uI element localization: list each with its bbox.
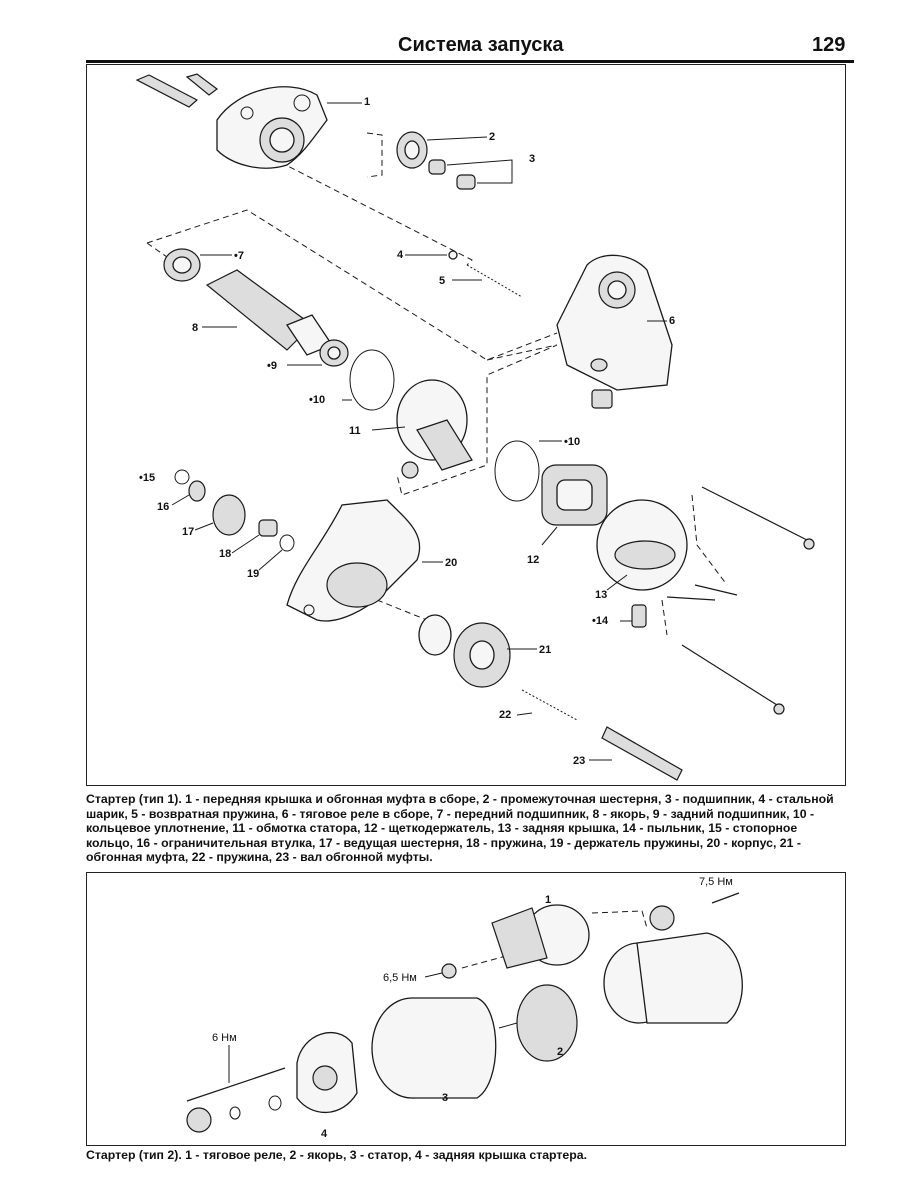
rear-end-cover xyxy=(596,499,688,591)
label-13: 13 xyxy=(595,589,607,601)
label-11: 11 xyxy=(349,425,361,437)
label-18: 18 xyxy=(219,548,231,560)
header-rule xyxy=(86,60,854,63)
front-bearing xyxy=(163,248,201,282)
bearing xyxy=(428,159,476,190)
starter-type1-exploded-drawing: 1 2 3 4 5 6 xyxy=(135,73,815,781)
figure-starter-type1: 1 2 3 4 5 6 xyxy=(86,64,846,786)
bolt-head-upper xyxy=(803,538,815,550)
screw-a xyxy=(694,584,738,596)
front-cover-assembly xyxy=(135,73,328,169)
type2-label-2: 2 xyxy=(557,1046,563,1058)
return-spring xyxy=(466,264,523,298)
snap-ring xyxy=(174,469,190,485)
label-5: 5 xyxy=(439,275,445,287)
label-12: 12 xyxy=(527,554,539,566)
type2-armature xyxy=(498,984,578,1062)
nut-6-5 xyxy=(441,963,457,979)
type2-through-bolt xyxy=(186,1067,286,1102)
brush-holder xyxy=(541,464,608,526)
torque-6-5: 6,5 Нм xyxy=(383,972,417,984)
type2-label-1: 1 xyxy=(545,894,551,906)
label-14: •14 xyxy=(592,615,609,627)
rear-bearing xyxy=(319,339,349,367)
idler-gear xyxy=(396,131,428,169)
type2-grommet xyxy=(186,1107,212,1133)
clutch-spring xyxy=(521,689,578,721)
label-9: •9 xyxy=(267,360,277,372)
solenoid-assembly xyxy=(556,254,673,409)
figure-starter-type2: 7,5 Нм 6,5 Нм 6 Нм 1 2 3 4 xyxy=(86,872,846,1146)
through-bolt-upper xyxy=(701,486,808,541)
label-10a: •10 xyxy=(309,394,325,406)
label-17: 17 xyxy=(182,526,194,538)
solenoid xyxy=(491,904,590,969)
overrunning-clutch xyxy=(418,614,511,688)
page-header-title: Система запуска xyxy=(398,34,564,56)
type2-label-4: 4 xyxy=(321,1128,328,1140)
field-coil xyxy=(396,379,473,479)
label-6: 6 xyxy=(669,315,675,327)
type2-washer-a xyxy=(229,1106,241,1120)
stop-collar xyxy=(188,480,206,502)
type2-label-3: 3 xyxy=(442,1092,448,1104)
steel-ball xyxy=(448,250,458,260)
starter-type2-exploded-drawing: 7,5 Нм 6,5 Нм 6 Нм 1 2 3 4 xyxy=(186,876,743,1140)
torque-6: 6 Нм xyxy=(212,1032,237,1044)
torque-7-5: 7,5 Нм xyxy=(699,876,733,888)
label-2: 2 xyxy=(489,131,495,143)
type2-washer-b xyxy=(268,1095,282,1111)
label-15: •15 xyxy=(139,472,155,484)
o-ring-left xyxy=(349,349,395,411)
type2-rear-cover xyxy=(296,1032,358,1114)
label-7: •7 xyxy=(234,250,244,262)
label-22: 22 xyxy=(499,709,511,721)
label-21: 21 xyxy=(539,644,551,656)
starter-housing xyxy=(286,499,421,622)
label-8: 8 xyxy=(192,322,198,334)
figure2-caption: Стартер (тип 2). 1 - тяговое реле, 2 - я… xyxy=(86,1148,588,1162)
label-20: 20 xyxy=(445,557,457,569)
label-23: 23 xyxy=(573,755,585,767)
label-16: 16 xyxy=(157,501,169,513)
o-ring-right xyxy=(494,440,540,502)
page-number: 129 xyxy=(812,34,846,56)
type2-stator xyxy=(371,997,497,1099)
pinion-gear xyxy=(212,494,246,536)
through-bolt-lower xyxy=(681,644,778,706)
spring-retainer xyxy=(279,534,295,552)
label-4: 4 xyxy=(397,249,404,261)
label-1: 1 xyxy=(364,96,370,108)
label-3: 3 xyxy=(529,153,535,165)
figure1-caption: Стартер (тип 1). 1 - передняя крышка и о… xyxy=(86,792,834,865)
screw-b xyxy=(666,596,716,601)
bolt-7-5 xyxy=(711,892,740,904)
pinion-spring xyxy=(258,519,278,537)
dust-boot xyxy=(631,604,647,628)
label-19: 19 xyxy=(247,568,259,580)
clutch-shaft xyxy=(601,726,683,781)
assembled-starter xyxy=(603,905,743,1024)
label-10b: •10 xyxy=(564,436,580,448)
bolt-head-lower xyxy=(773,703,785,715)
